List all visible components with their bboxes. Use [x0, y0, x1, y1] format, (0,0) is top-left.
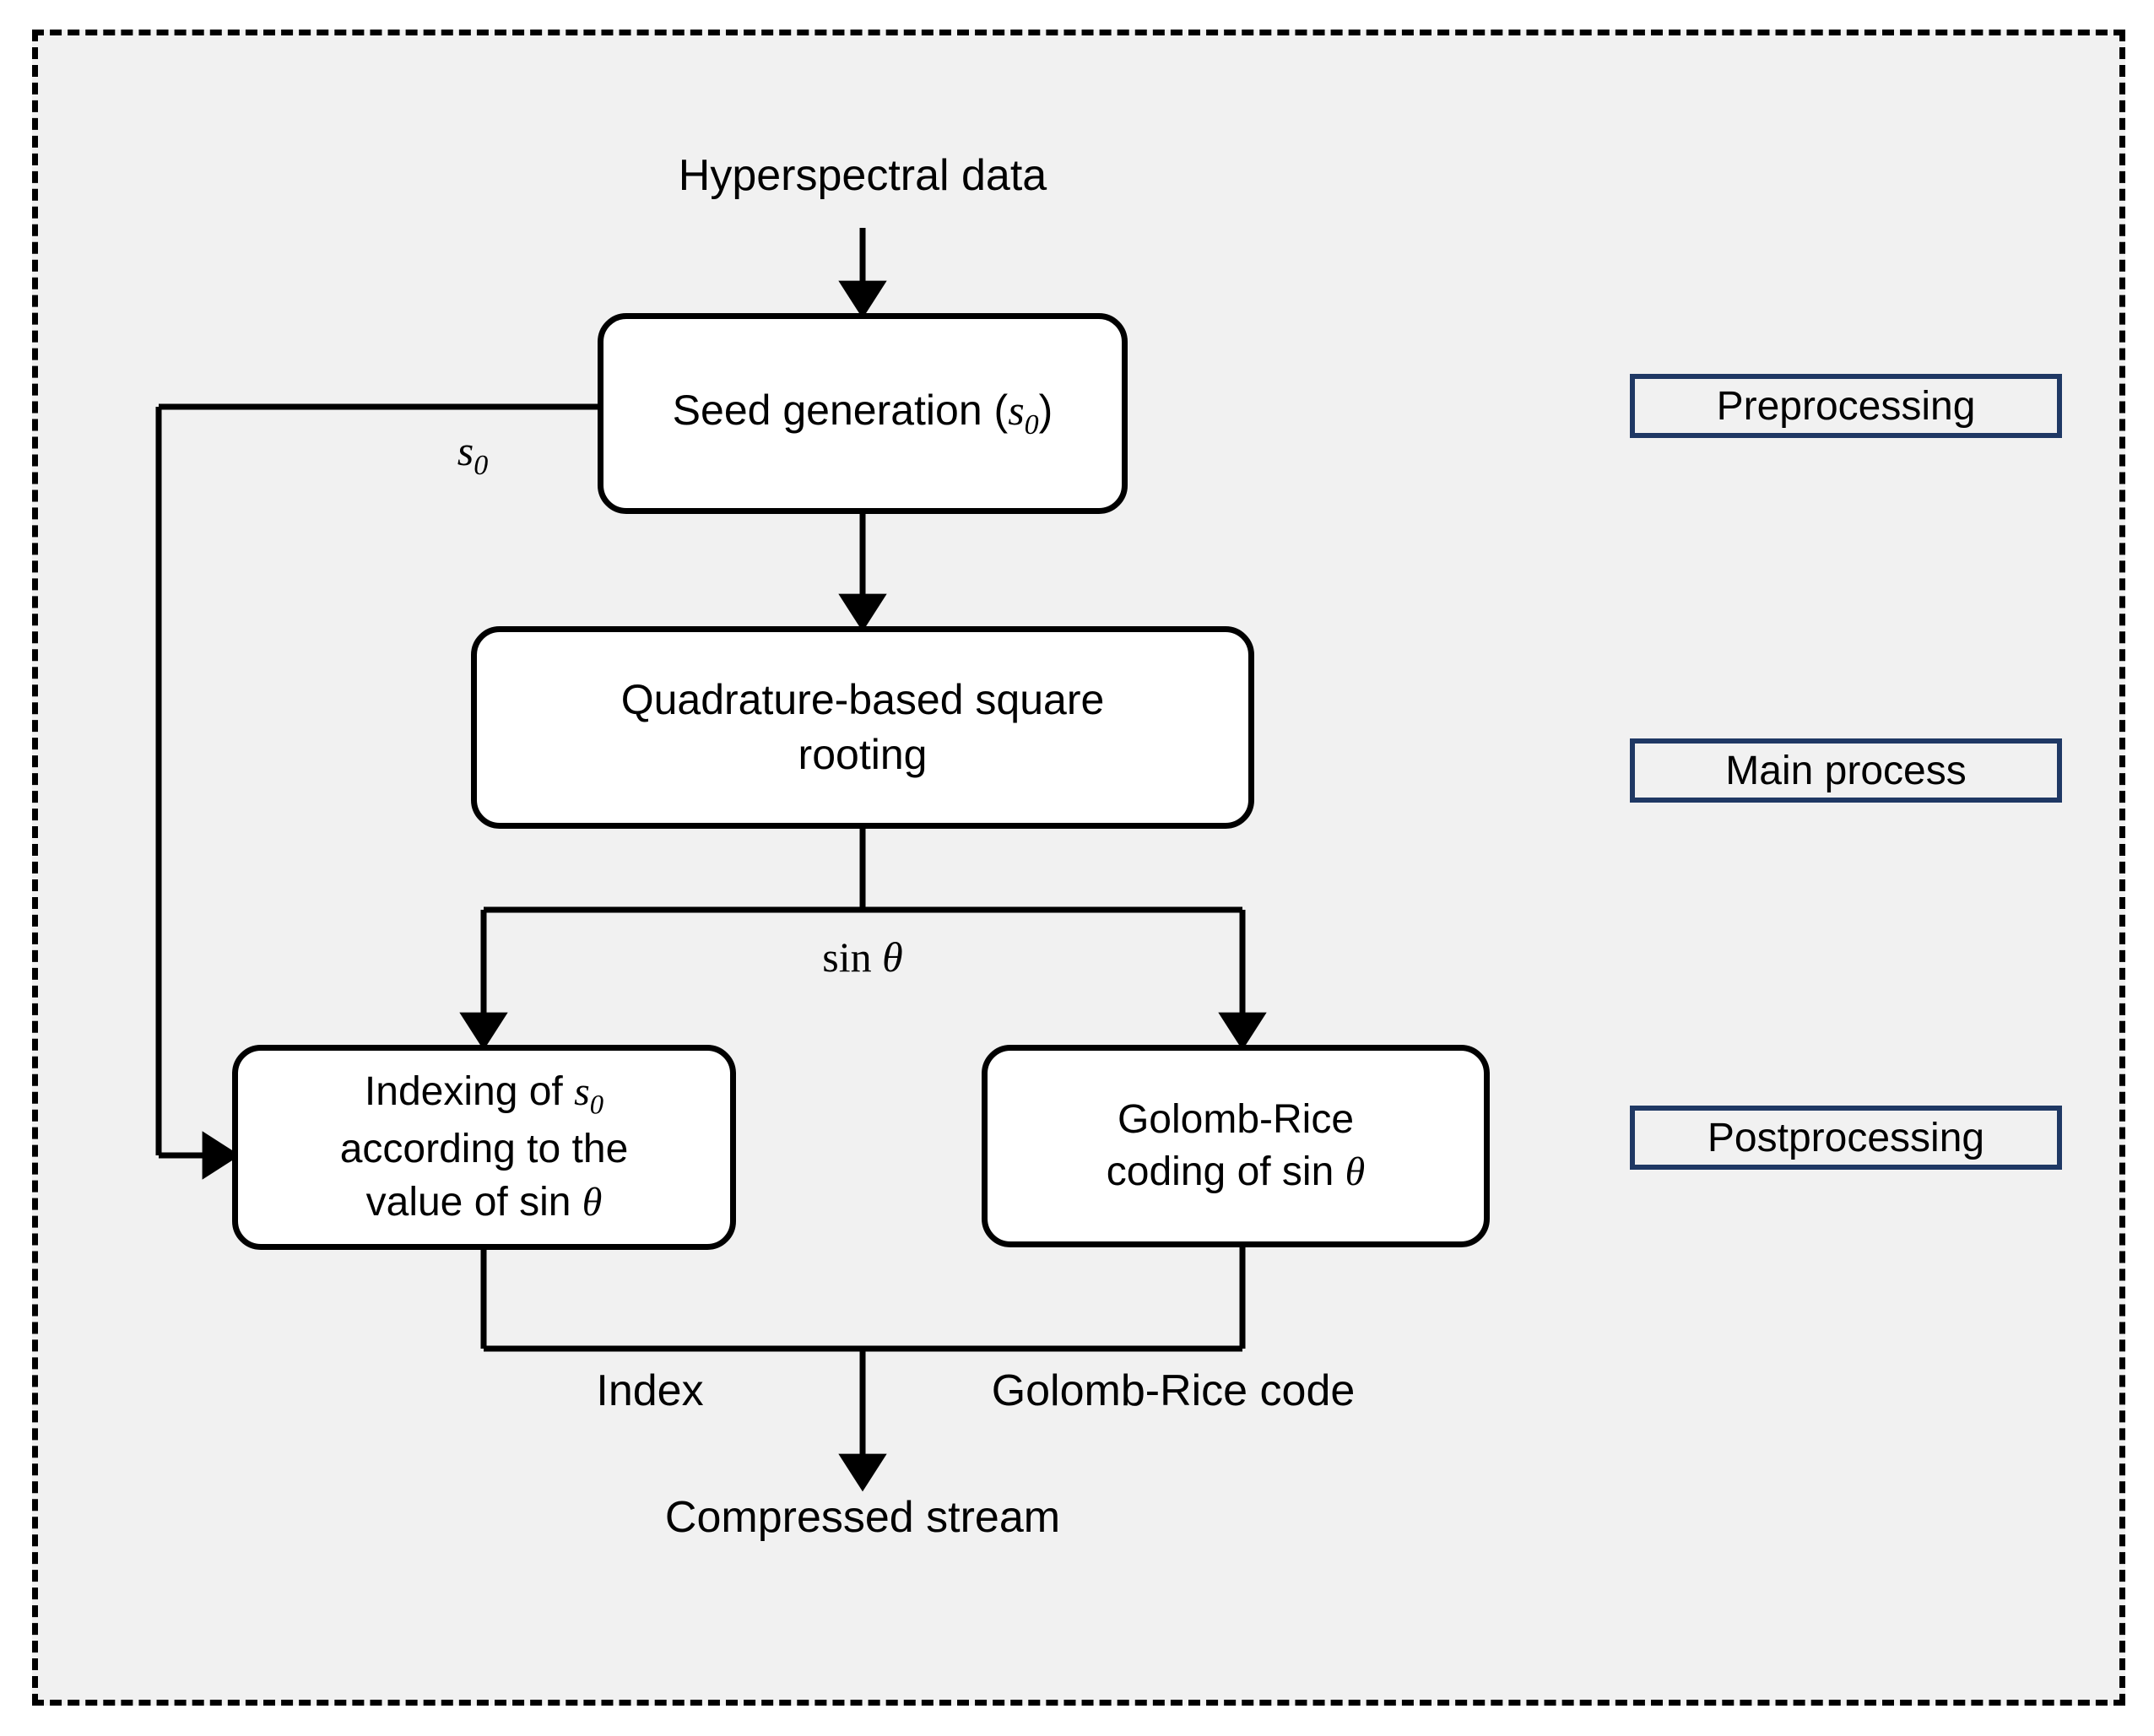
- input-label: Hyperspectral data: [678, 151, 1047, 200]
- edge-label-sin-theta: sin θ: [822, 933, 903, 981]
- legend-item-main-process[interactable]: Main process: [1630, 738, 2062, 803]
- legend-item-preprocessing[interactable]: Preprocessing: [1630, 374, 2062, 438]
- legend-item-preprocessing-label: Preprocessing: [1716, 383, 1976, 429]
- node-seed-generation[interactable]: Seed generation (s0): [598, 313, 1128, 514]
- legend-item-main-process-label: Main process: [1725, 748, 1967, 793]
- dashed-boundary-region: [32, 30, 2125, 1706]
- edge-label-golomb-rice-code: Golomb-Rice code: [991, 1366, 1356, 1415]
- legend-item-postprocessing-label: Postprocessing: [1707, 1115, 1985, 1160]
- node-seed-generation-label: Seed generation (s0): [672, 386, 1053, 441]
- edge-label-feedback-seed: s0: [457, 427, 489, 481]
- output-label: Compressed stream: [664, 1493, 1061, 1542]
- legend-item-postprocessing[interactable]: Postprocessing: [1630, 1106, 2062, 1170]
- edge-label-index: Index: [596, 1366, 704, 1415]
